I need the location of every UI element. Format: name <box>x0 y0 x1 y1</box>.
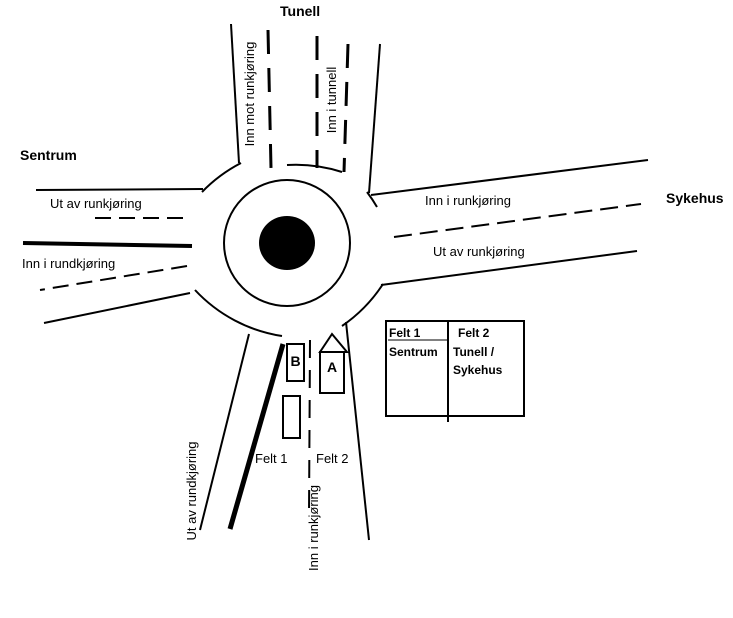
west-road-top-edge <box>35 188 204 191</box>
north-road <box>230 23 381 194</box>
lane-table-col1-value: Sentrum <box>389 345 438 359</box>
vehicle-a: A <box>318 332 350 394</box>
ring-arc-north <box>286 163 343 173</box>
ring-arc-southwest <box>194 289 283 337</box>
west-road-out-label: Ut av runkjøring <box>50 196 142 211</box>
vehicle-b-label: B <box>290 353 300 369</box>
vehicle-a-arrow-head <box>318 332 350 353</box>
east-road-out-label: Ut av runkjøring <box>433 244 525 259</box>
ring-arc-northeast <box>366 191 378 208</box>
south-road-out-label: Ut av rundkjøring <box>184 442 199 541</box>
north-road-dashed-right <box>342 43 350 173</box>
east-road-bottom-edge <box>380 250 638 286</box>
west-road <box>22 188 204 324</box>
south-road <box>199 321 370 541</box>
east-road-top-edge <box>370 159 649 196</box>
vehicle-a-body <box>319 351 345 394</box>
east-road <box>370 159 649 286</box>
lane-table-col1-header: Felt 1 <box>389 326 421 340</box>
roundabout-outer-edge <box>194 162 384 337</box>
west-road-solid-middle <box>22 241 193 248</box>
lane-table-col2-value-line2: Sykehus <box>453 363 503 377</box>
lane-table: Felt 1 Felt 2 Sentrum Tunell / Sykehus <box>385 320 525 422</box>
vehicle-queue-car <box>282 395 301 439</box>
south-road-in-label: Inn i runkjøring <box>306 485 321 571</box>
south-road-solid-divider <box>227 343 286 530</box>
place-west-label: Sentrum <box>20 147 77 163</box>
roundabout-island <box>223 179 351 307</box>
ring-arc-northwest <box>201 162 242 193</box>
west-road-dashed-bottom <box>39 265 188 291</box>
lane-table-border <box>385 320 525 417</box>
west-road-bottom-edge <box>43 292 191 324</box>
roundabout-center <box>259 216 315 270</box>
south-lane1-label: Felt 1 <box>255 451 288 466</box>
vehicle-b: B <box>286 343 305 382</box>
south-road-right-edge <box>345 321 370 541</box>
east-road-dashed-middle <box>393 203 642 238</box>
north-road-left-edge <box>230 23 240 164</box>
lane-table-col2-value-line1: Tunell / <box>453 345 495 359</box>
ring-arc-southeast <box>341 283 384 327</box>
place-north-label: Tunell <box>280 3 320 19</box>
north-road-out-label: Inn i tunnell <box>324 67 339 134</box>
north-road-right-edge <box>368 43 381 194</box>
south-road-left-edge <box>199 333 250 531</box>
west-road-in-label: Inn i rundkjøring <box>22 256 115 271</box>
south-lane2-label: Felt 2 <box>316 451 349 466</box>
vehicle-a-label: A <box>327 359 337 375</box>
east-road-in-label: Inn i runkjøring <box>425 193 511 208</box>
lane-table-col2-header: Felt 2 <box>458 326 490 340</box>
north-road-dashed-left <box>266 29 273 169</box>
north-road-in-label: Inn mot runkjøring <box>242 42 257 147</box>
place-east-label: Sykehus <box>666 190 724 206</box>
vehicle-b-body <box>286 343 305 382</box>
